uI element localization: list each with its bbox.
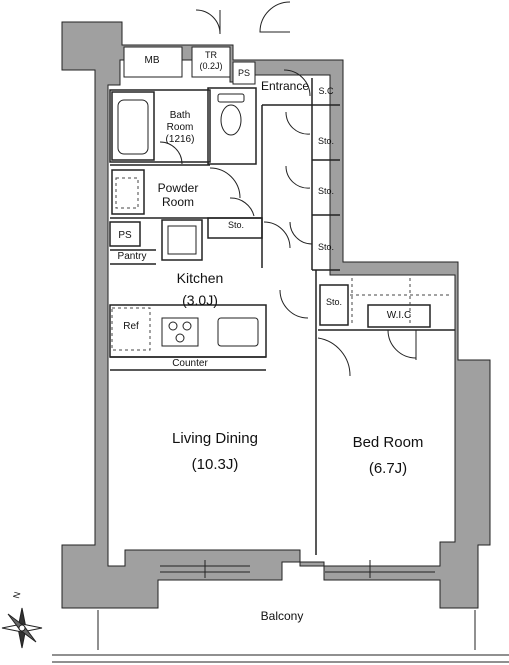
dashed-lines: [111, 177, 450, 351]
interior-walls: [109, 78, 455, 555]
pantry-label: Pantry: [117, 251, 147, 262]
ps-mid-label: PS: [118, 230, 132, 241]
tr-size: (0.2J): [199, 61, 223, 71]
bedroom-size: (6.7J): [368, 460, 408, 477]
bedroom-label: Bed Room: [352, 434, 424, 451]
kitchen-label: Kitchen: [176, 270, 224, 286]
compass-rose: [1, 607, 43, 649]
top-closets: [123, 46, 256, 85]
balcony-rail: [52, 610, 509, 663]
ps-top-label: PS: [237, 68, 250, 78]
door-swings: [159, 1, 417, 377]
bath-label-line1: Bath: [169, 110, 191, 121]
ref-label: Ref: [123, 321, 139, 332]
sto-label-1: Sto.: [317, 136, 334, 146]
sto-label-4: Sto.: [317, 242, 334, 252]
bath-label-line2: Room: [166, 122, 194, 133]
entrance-label: Entrance: [260, 79, 310, 93]
tr-label: TR: [205, 50, 217, 60]
powder-label-line1: Powder: [157, 181, 199, 195]
windows: [160, 560, 435, 578]
sto-label-3: Sto.: [227, 220, 244, 230]
kitchen-size: (3.0J): [182, 292, 218, 308]
sto-label-2: Sto.: [317, 186, 334, 196]
wic-label: W.I.C: [386, 310, 412, 321]
living-dining-size: (10.3J): [191, 456, 239, 473]
balcony-label: Balcony: [260, 609, 304, 623]
bath-size: (1216): [165, 134, 195, 145]
mb-label: MB: [144, 55, 160, 66]
powder-label-line2: Room: [161, 195, 194, 209]
counter-label: Counter: [172, 358, 208, 369]
sto-label-5: Sto.: [325, 297, 342, 307]
sc-label: S.C: [318, 86, 334, 96]
living-dining-label: Living Dining: [172, 430, 258, 447]
fixtures: [117, 93, 259, 347]
